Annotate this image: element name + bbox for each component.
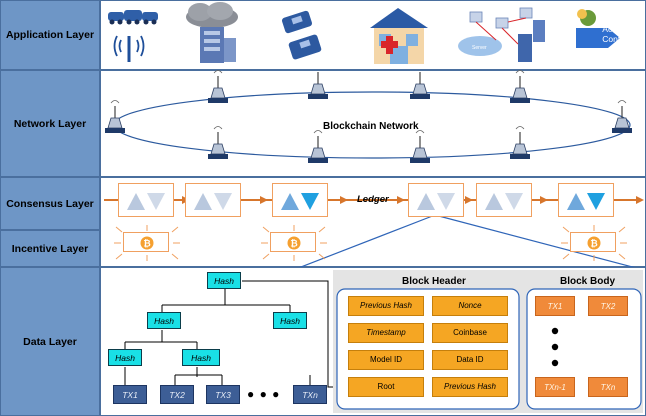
body-tx-n: TXn: [588, 377, 628, 397]
distributed-servers-icon: Server: [458, 7, 545, 62]
network-node-icon: [510, 126, 530, 159]
header-field-model-id: Model ID: [348, 350, 424, 370]
merkle-root-hash: Hash: [207, 272, 241, 289]
consensus-block: [558, 183, 614, 217]
access-control-icon: [576, 9, 620, 48]
block-header-title: Block Header: [402, 276, 466, 287]
merkle-hash-leaf-left: Hash: [108, 349, 142, 366]
network-layer-label: Network Layer: [0, 70, 100, 177]
merkle-tx-1: TX1: [113, 385, 147, 404]
network-band: [100, 70, 646, 177]
network-node-icon: [510, 70, 530, 103]
body-tx-1: TX1: [535, 296, 575, 316]
network-node-icon: [208, 70, 228, 103]
incentive-coin-icon: ₿: [114, 225, 180, 261]
application-layer-label: Application Layer: [0, 0, 100, 70]
consensus-block: [476, 183, 532, 217]
merkle-hash-leaf-right: Hash: [182, 349, 220, 366]
header-field-nonce: Nonce: [432, 296, 508, 316]
merkle-hash-left: Hash: [147, 312, 181, 329]
consensus-layer-label: Consensus Layer: [0, 177, 100, 230]
header-field-root: Root: [348, 377, 424, 397]
cloud-server-icon: [186, 2, 238, 63]
svg-text:₿: ₿: [290, 239, 297, 250]
network-node-icon: [308, 130, 328, 163]
application-icons: Server: [108, 2, 620, 64]
consensus-block: [272, 183, 328, 217]
header-field-coinbase: Coinbase: [432, 323, 508, 343]
network-node-icon: [208, 126, 228, 159]
merkle-tx-3: TX3: [206, 385, 240, 404]
consensus-block: [408, 183, 464, 217]
network-node-icon: [105, 100, 125, 133]
hospital-icon: [370, 8, 428, 64]
header-field-timestamp: Timestamp: [348, 323, 424, 343]
merkle-tx-n: TXn: [293, 385, 327, 404]
header-field-previous-hash-2: Previous Hash: [432, 377, 508, 397]
access-control-label: Access Control: [602, 24, 630, 44]
server-label: Server: [472, 45, 487, 51]
svg-text:₿: ₿: [590, 239, 597, 250]
header-field-previous-hash: Previous Hash: [348, 296, 424, 316]
header-field-data-id: Data ID: [432, 350, 508, 370]
network-title: Blockchain Network: [323, 121, 419, 132]
network-node-icon: [410, 130, 430, 163]
merkle-ellipsis: ● ● ●: [247, 387, 281, 401]
network-node-icon: [410, 72, 430, 99]
merkle-tx-2: TX2: [160, 385, 194, 404]
incentive-layer-label: Incentive Layer: [0, 230, 100, 267]
consensus-block: [185, 183, 241, 217]
ledger-label: Ledger: [357, 194, 389, 205]
data-layer-label: Data Layer: [0, 267, 100, 416]
merkle-hash-right: Hash: [273, 312, 307, 329]
blockchain-network-diagram: [105, 70, 632, 163]
network-node-icon: [308, 72, 328, 99]
svg-text:₿: ₿: [143, 239, 150, 250]
incentive-coin-icon: ₿: [561, 225, 627, 261]
block-body-title: Block Body: [560, 276, 616, 287]
body-vertical-ellipsis: [551, 327, 559, 367]
telephone-icon: [281, 10, 322, 60]
body-tx-n-minus-1: TXn-1: [535, 377, 575, 397]
incentive-coin-icon: ₿: [261, 225, 327, 261]
body-tx-2: TX2: [588, 296, 628, 316]
vehicles-icon: [108, 10, 158, 62]
consensus-block: [118, 183, 174, 217]
network-node-icon: [612, 100, 632, 133]
